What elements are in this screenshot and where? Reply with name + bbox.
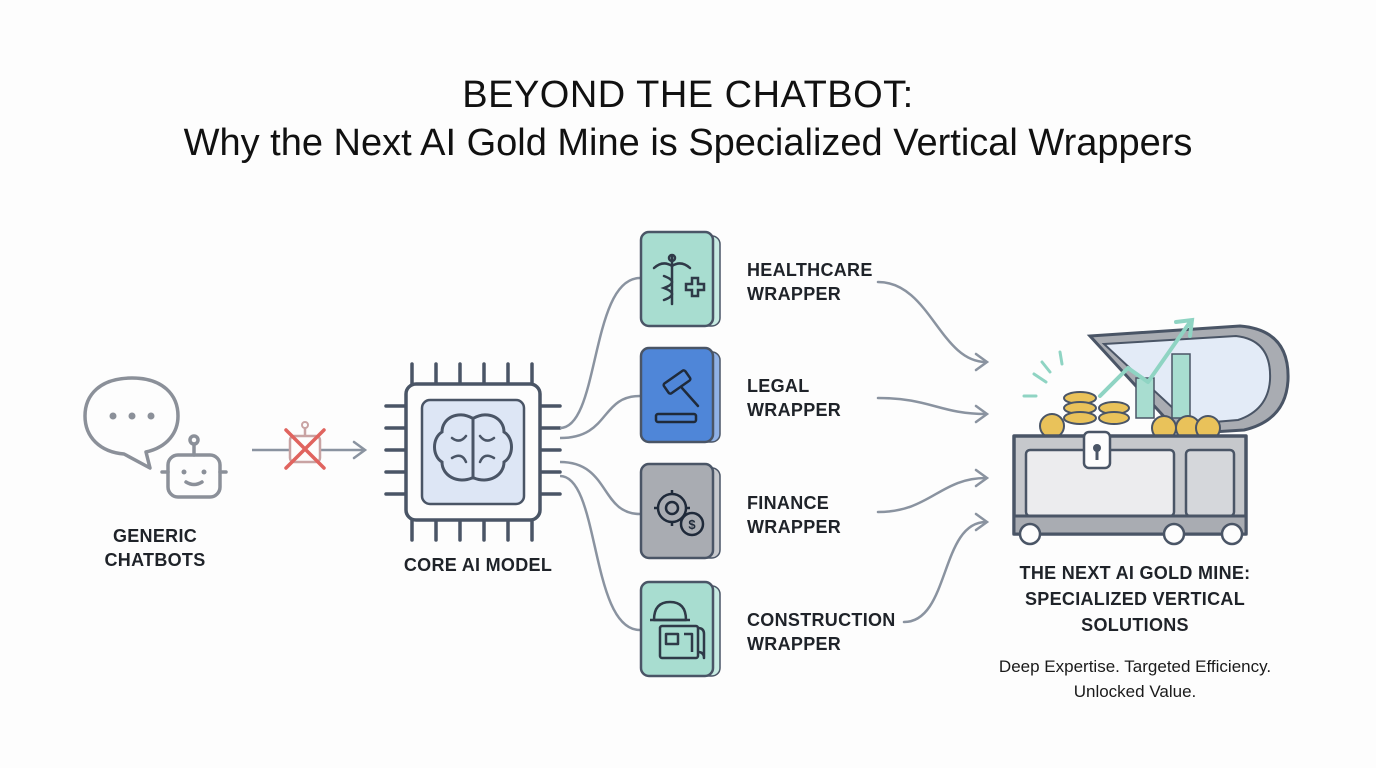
healthcare-wrapper-label: HEALTHCARE WRAPPER [747,258,873,306]
chat-bubble-robot-icon [83,376,228,499]
blocked-arrow-icon [252,421,368,470]
goldmine-line-2: SPECIALIZED VERTICAL [1024,589,1245,609]
generic-chatbots-line-1: GENERIC [112,526,198,546]
gavel-icon [654,369,700,424]
tagline: Deep Expertise. Targeted Efficiency. Unl… [960,654,1310,704]
healthcare-label-line-1: HEALTHCARE [747,260,873,280]
title-line-1: BEYOND THE CHATBOT: [462,74,914,116]
healthcare-label-line-2: WRAPPER [747,284,842,304]
core-ai-model-label: CORE AI MODEL [403,555,553,575]
construction-label-line-1: CONSTRUCTION [747,610,896,630]
tagline-line-1: Deep Expertise. Targeted Efficiency. [998,657,1272,676]
legal-label-line-2: WRAPPER [747,400,842,420]
goldmine-line-1: THE NEXT AI GOLD MINE: [1019,563,1251,583]
finance-label-line-1: FINANCE [747,493,830,513]
treasure-chest-icon [1012,317,1290,546]
wrapper-tile-finance: $ [639,462,721,560]
goldmine-label: THE NEXT AI GOLD MINE: SPECIALIZED VERTI… [990,560,1280,638]
gear-dollar-icon: $ [654,490,705,537]
svg-text:$: $ [688,517,696,532]
finance-label-line-2: WRAPPER [747,517,842,537]
construction-label-line-2: WRAPPER [747,634,842,654]
wrapper-tile-legal [639,346,721,444]
title-line-2: Why the Next AI Gold Mine is Specialized… [183,122,1193,164]
construction-wrapper-label: CONSTRUCTION WRAPPER [747,608,896,656]
generic-chatbots-label: GENERIC CHATBOTS [90,524,220,572]
fanout-connectors [559,276,641,632]
goldmine-line-3: SOLUTIONS [1081,615,1189,635]
legal-label-line-1: LEGAL [747,376,810,396]
generic-chatbots-line-2: CHATBOTS [104,550,206,570]
converge-connectors [876,280,990,624]
wrapper-tile-healthcare [639,230,721,328]
caduceus-icon [652,253,706,306]
tagline-line-2: Unlocked Value. [1073,682,1197,701]
legal-wrapper-label: LEGAL WRAPPER [747,374,841,422]
hardhat-blueprint-icon [650,600,706,660]
wrapper-tile-construction [639,580,721,678]
brain-chip-icon [384,362,562,542]
finance-wrapper-label: FINANCE WRAPPER [747,491,841,539]
